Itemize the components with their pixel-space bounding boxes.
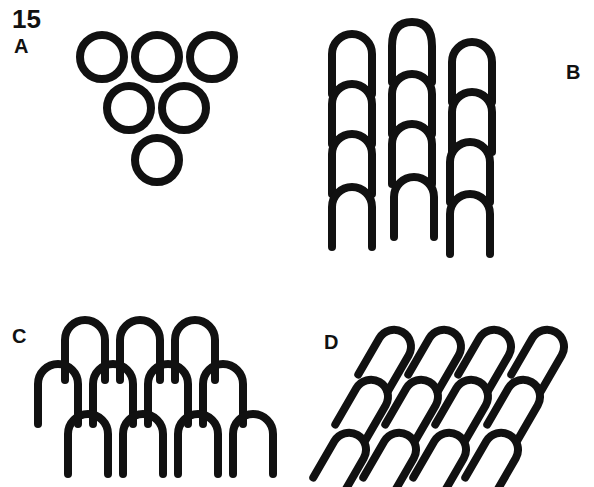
arches-b xyxy=(332,22,492,254)
panel-letter: A xyxy=(14,36,28,56)
arches-c xyxy=(38,320,273,474)
rings-a xyxy=(80,35,234,182)
figure-number: 15 xyxy=(12,6,41,32)
arches-d xyxy=(313,324,570,487)
panel-letter: C xyxy=(12,326,26,346)
panel-letter: B xyxy=(566,62,580,82)
panel-letter: D xyxy=(324,332,338,352)
